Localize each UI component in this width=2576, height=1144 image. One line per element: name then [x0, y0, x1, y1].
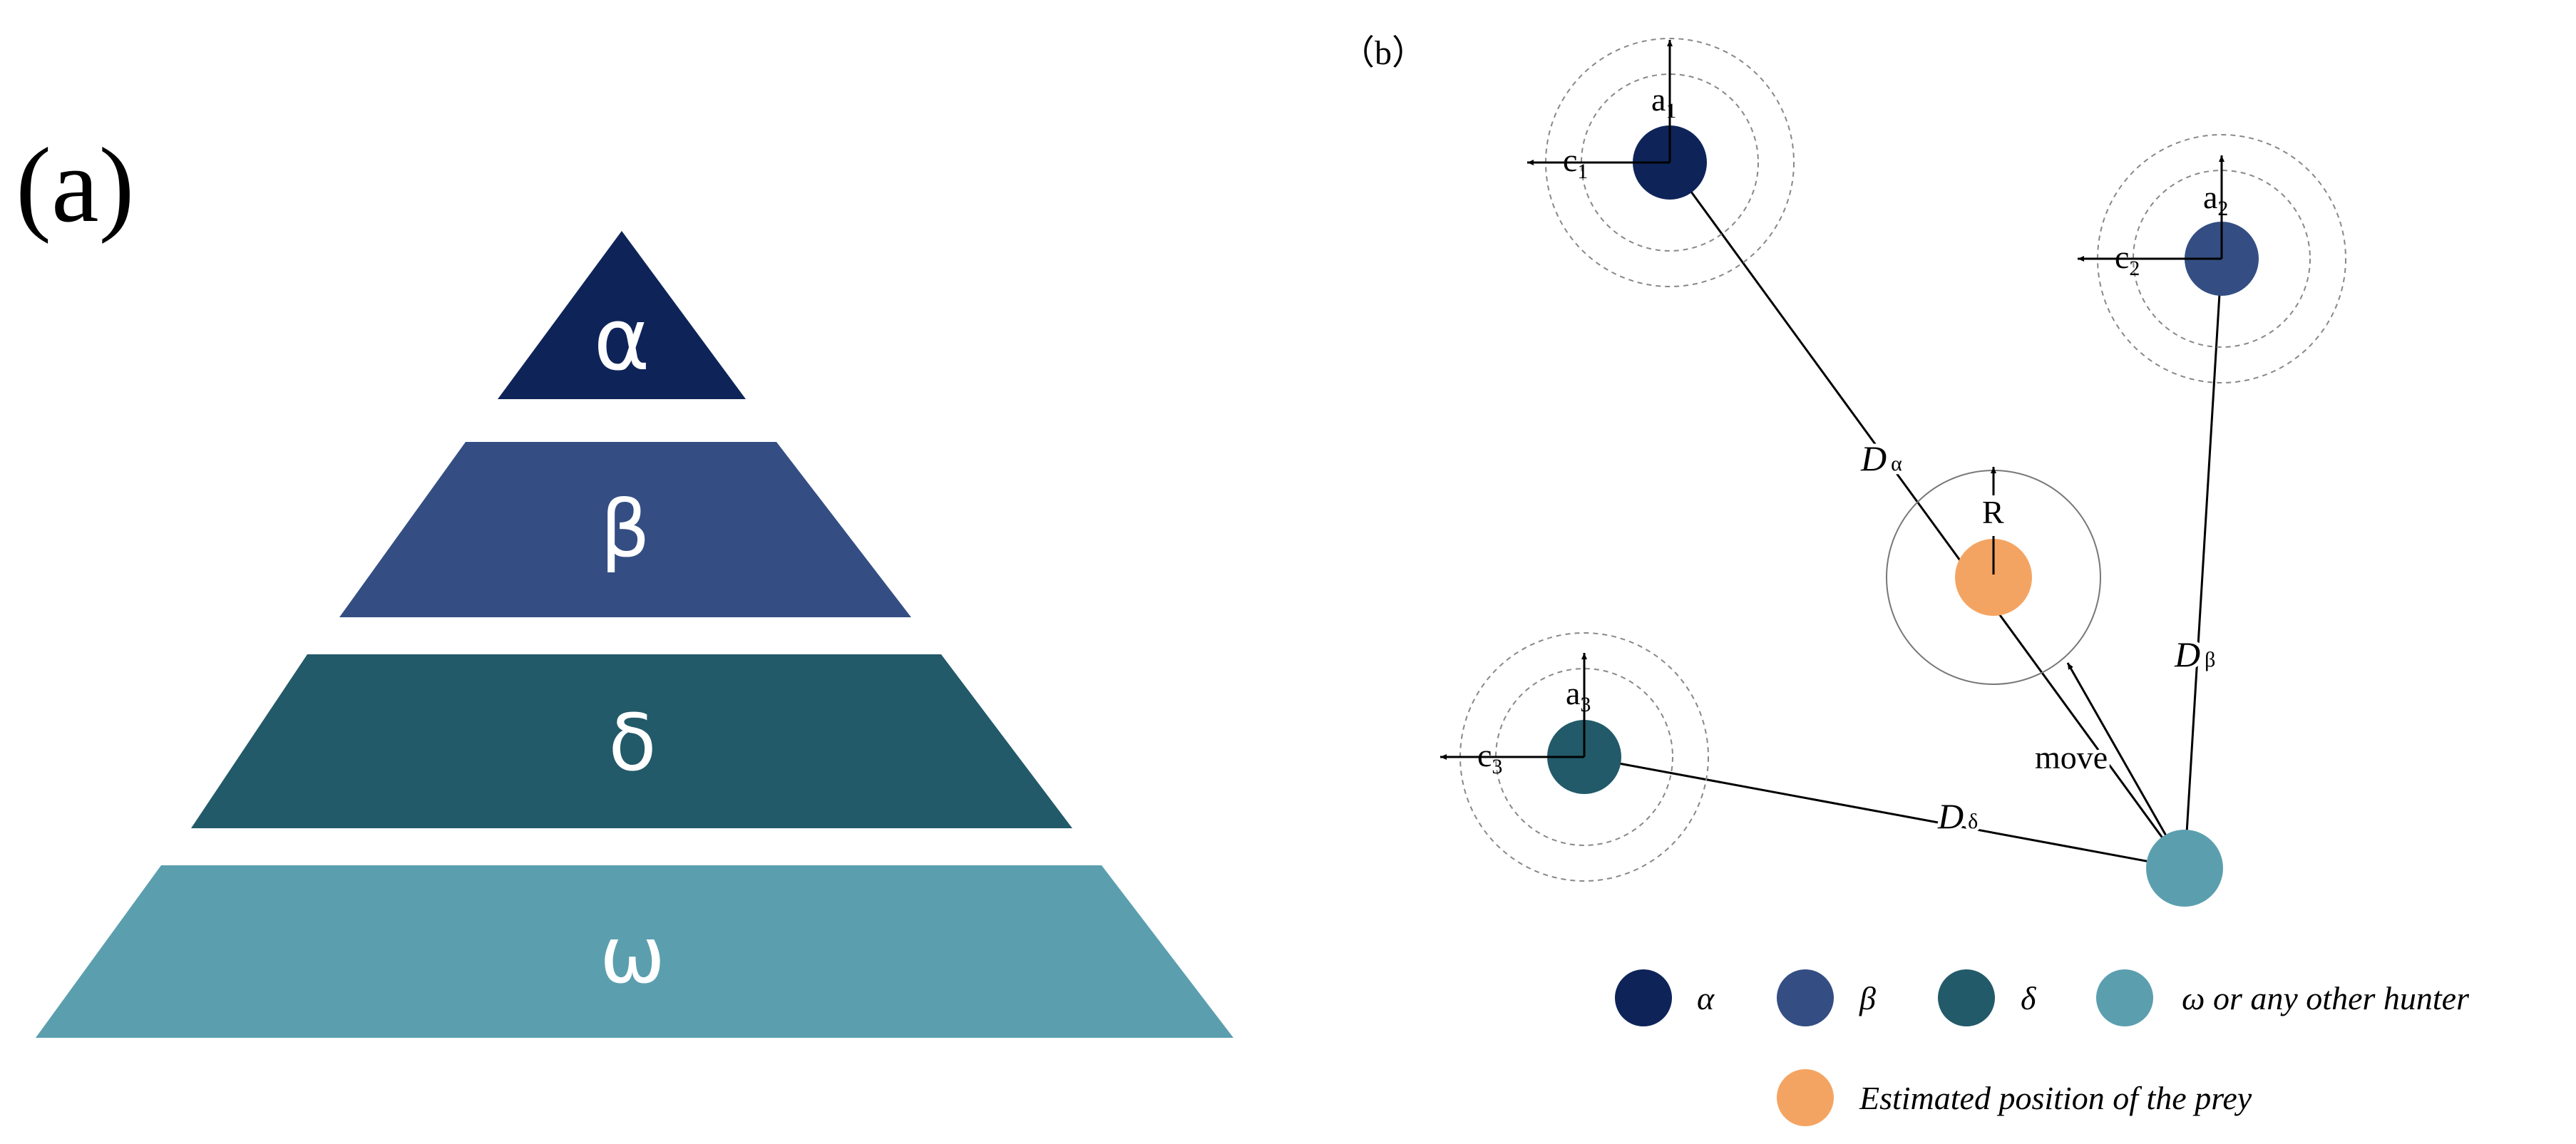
pyramid-symbol-alpha: α	[593, 291, 650, 390]
legend-swatch-omega	[2096, 969, 2153, 1026]
pyramid-symbol-beta: β	[600, 483, 650, 574]
alpha-a-label: a1	[1651, 81, 1676, 123]
delta-a-label: a3	[1566, 675, 1591, 716]
legend-swatch-beta	[1777, 969, 1834, 1026]
move-label: move	[2035, 739, 2108, 775]
pyramid-symbol-omega: ω	[600, 909, 665, 1001]
panel-b-label: （b）	[1340, 34, 1426, 72]
agent-delta: a3 c3	[1440, 632, 1709, 882]
delta-inner-ring	[1495, 668, 1673, 846]
panel-a-label: (a)	[16, 126, 134, 244]
legend-swatch-delta	[1938, 969, 1995, 1026]
beta-c-label: c2	[2115, 239, 2140, 280]
legend-swatch-alpha	[1615, 969, 1672, 1026]
pyramid-level-beta	[339, 442, 911, 617]
distance-lines	[1584, 162, 2223, 870]
legend-swatch-prey	[1777, 1069, 1834, 1126]
legend-label-delta: δ	[2021, 980, 2036, 1016]
legend-label-prey: Estimated position of the prey	[1859, 1080, 2252, 1116]
agent-alpha: a1 c1	[1527, 38, 1795, 287]
pyramid-symbol-delta: δ	[608, 697, 656, 788]
legend-label-alpha: α	[1697, 980, 1715, 1016]
move-arrow	[2066, 662, 2186, 869]
legend: α β δ ω or any other hunter Estimated po…	[1615, 969, 2470, 1126]
pyramid-level-omega	[36, 865, 1233, 1038]
pyramid-level-alpha	[498, 231, 746, 399]
line-delta-to-omega	[1584, 756, 2185, 870]
prey-r-label: R	[1982, 494, 2004, 530]
pyramid: α β δ ω	[36, 231, 1233, 1038]
panel-a: (a) α β δ ω	[16, 126, 1233, 1038]
beta-inner-ring	[2133, 170, 2311, 348]
panel-b: （b） a1 c1 a2 c2	[1340, 34, 2470, 1126]
alpha-inner-ring	[1581, 73, 1759, 252]
omega-node	[2146, 830, 2223, 907]
alpha-c-label: c1	[1563, 142, 1588, 183]
line-alpha-to-omega	[1668, 162, 2186, 869]
prey-node	[1955, 539, 2032, 616]
beta-a-label: a2	[2203, 179, 2228, 220]
prey: R	[1886, 467, 2101, 685]
line-beta-to-omega	[2183, 258, 2223, 869]
legend-label-omega: ω or any other hunter	[2182, 980, 2470, 1016]
agent-beta: a2 c2	[2078, 134, 2346, 383]
delta-c-label: c3	[1477, 737, 1502, 778]
pyramid-level-delta	[191, 654, 1072, 828]
legend-label-beta: β	[1859, 980, 1876, 1016]
